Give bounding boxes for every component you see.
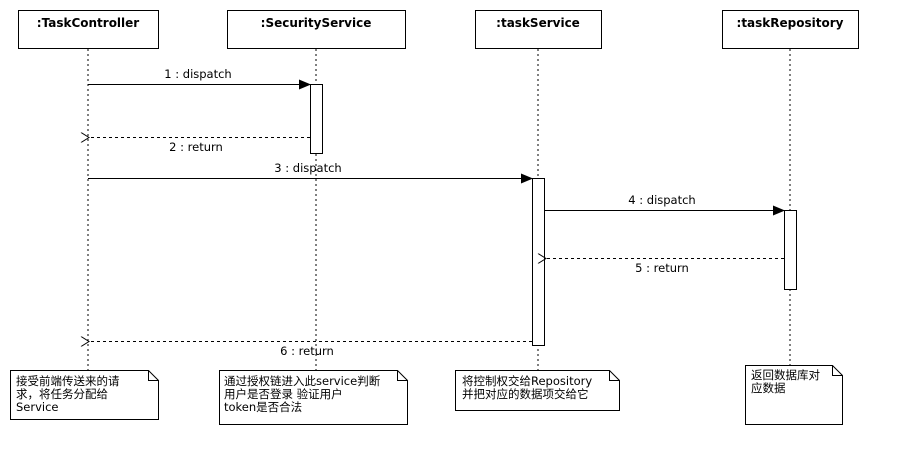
message-label: 3 : dispatch (274, 161, 341, 175)
note-task-repository[interactable]: 返回数据库对 应数据 (745, 365, 843, 425)
message-label: 2 : return (169, 140, 223, 154)
message-4[interactable]: 4 : dispatch (545, 193, 785, 216)
lifeline-title: :SecurityService (261, 16, 372, 30)
lifeline-task-controller: :TaskController (18, 10, 159, 370)
lifeline-security-service: :SecurityService (227, 10, 406, 370)
note-line: 接受前端传送来的请 (16, 374, 120, 388)
lifeline-header[interactable] (227, 10, 406, 49)
note-fold (397, 370, 408, 381)
note-security-service[interactable]: 通过授权链进入此service判断 用户是否登录 验证用户 token是否合法 (219, 370, 408, 425)
note-line: Service (16, 400, 59, 414)
lifeline-header[interactable] (18, 10, 159, 49)
lifeline-title: :taskRepository (737, 16, 844, 30)
lifeline-header[interactable] (475, 10, 602, 49)
activation-bar (784, 210, 797, 290)
message-label: 4 : dispatch (628, 193, 695, 207)
note-line: 通过授权链进入此service判断 (224, 374, 381, 388)
note-shape (455, 370, 620, 411)
activation-bar (532, 178, 545, 346)
note-shape (219, 370, 408, 425)
note-task-controller[interactable]: 接受前端传送来的请 求，将任务分配给 Service (10, 370, 159, 420)
note-shape (745, 365, 843, 425)
note-fold (609, 370, 620, 381)
note-line: token是否合法 (224, 400, 302, 414)
message-label: 6 : return (280, 344, 334, 358)
message-1[interactable]: 1 : dispatch (88, 67, 311, 90)
lifeline-title: :TaskController (37, 16, 140, 30)
note-fold (832, 365, 843, 376)
lifeline-header[interactable] (722, 10, 859, 49)
note-line: 应数据 (751, 381, 786, 395)
lifeline-task-repository: :taskRepository (722, 10, 859, 365)
note-line: 并把对应的数据项交给它 (462, 387, 589, 401)
message-6[interactable]: 6 : return (89, 342, 532, 359)
note-fold (148, 370, 159, 381)
lifeline-task-service: :taskService (475, 10, 602, 370)
note-shape (10, 370, 159, 420)
note-line: 求，将任务分配给 (16, 387, 108, 401)
note-line: 用户是否登录 验证用户 (224, 387, 343, 401)
note-line: 返回数据库对 (751, 368, 820, 382)
message-2[interactable]: 2 : return (89, 138, 310, 155)
message-label: 1 : dispatch (164, 67, 231, 81)
message-5[interactable]: 5 : return (546, 259, 784, 276)
message-label: 5 : return (635, 261, 689, 275)
note-line: 将控制权交给Repository (462, 374, 592, 388)
activation-bar (310, 84, 323, 154)
note-task-service[interactable]: 将控制权交给Repository 并把对应的数据项交给它 (455, 370, 620, 411)
lifeline-title: :taskService (496, 16, 580, 30)
message-3[interactable]: 3 : dispatch (88, 161, 533, 184)
